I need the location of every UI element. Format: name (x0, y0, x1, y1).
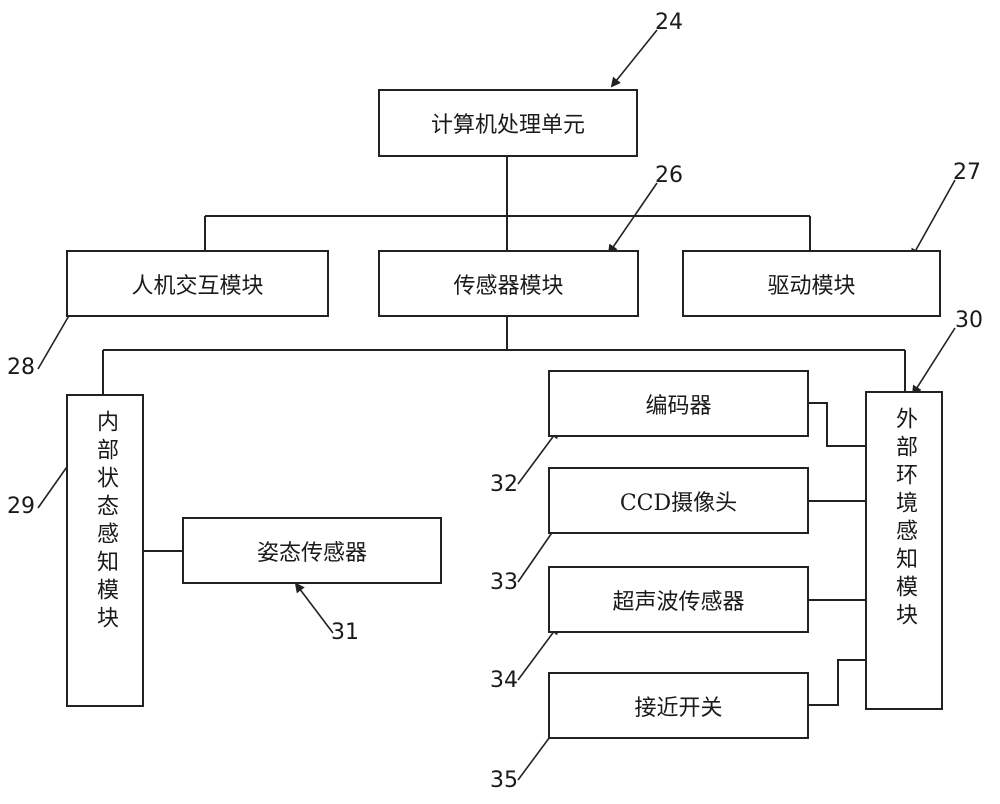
ref-29: 29 (7, 494, 35, 519)
connector-proximity-external (808, 659, 866, 706)
ref-33: 33 (490, 570, 518, 595)
ccd-camera-box: CCD摄像头 (548, 467, 809, 534)
leader-28 (37, 305, 76, 370)
ref-24: 24 (655, 10, 683, 35)
ref-26: 26 (655, 163, 683, 188)
leader-27 (911, 179, 956, 259)
external-environment-module-label: 外部环境感知模块 (892, 407, 917, 631)
internal-state-module-box: 内部状态感知模块 (66, 394, 144, 707)
computer-processing-unit-box: 计算机处理单元 (378, 89, 638, 157)
leader-34 (517, 624, 560, 681)
ref-27: 27 (953, 160, 981, 185)
ref-32: 32 (490, 472, 518, 497)
ref-30: 30 (955, 308, 983, 333)
leader-32 (517, 428, 560, 485)
encoder-box: 编码器 (548, 370, 809, 437)
connector-encoder-external (808, 402, 866, 447)
external-environment-module-box: 外部环境感知模块 (865, 391, 943, 710)
leader-31 (294, 582, 334, 634)
ref-28: 28 (7, 355, 35, 380)
hmi-module-label: 人机交互模块 (131, 273, 264, 299)
proximity-switch-label: 接近开关 (634, 695, 723, 721)
ccd-camera-label: CCD摄像头 (619, 490, 738, 516)
leader-26 (607, 182, 658, 255)
sensor-module-box: 传感器模块 (378, 250, 639, 317)
ref-31: 31 (331, 620, 359, 645)
attitude-sensor-box: 姿态传感器 (182, 517, 442, 584)
ref-35: 35 (490, 768, 518, 793)
ultrasonic-sensor-label: 超声波传感器 (612, 589, 745, 615)
sensor-module-label: 传感器模块 (453, 273, 564, 299)
leader-24 (610, 29, 658, 88)
ref-34: 34 (490, 668, 518, 693)
computer-processing-unit-label: 计算机处理单元 (430, 113, 585, 138)
drive-module-box: 驱动模块 (682, 250, 941, 317)
internal-state-module-label: 内部状态感知模块 (93, 410, 118, 634)
ultrasonic-sensor-box: 超声波传感器 (548, 566, 809, 633)
drive-module-label: 驱动模块 (767, 273, 856, 299)
leader-30 (911, 327, 956, 396)
encoder-label: 编码器 (645, 393, 712, 419)
hmi-module-box: 人机交互模块 (66, 250, 329, 317)
proximity-switch-box: 接近开关 (548, 672, 809, 739)
attitude-sensor-label: 姿态传感器 (256, 540, 367, 566)
